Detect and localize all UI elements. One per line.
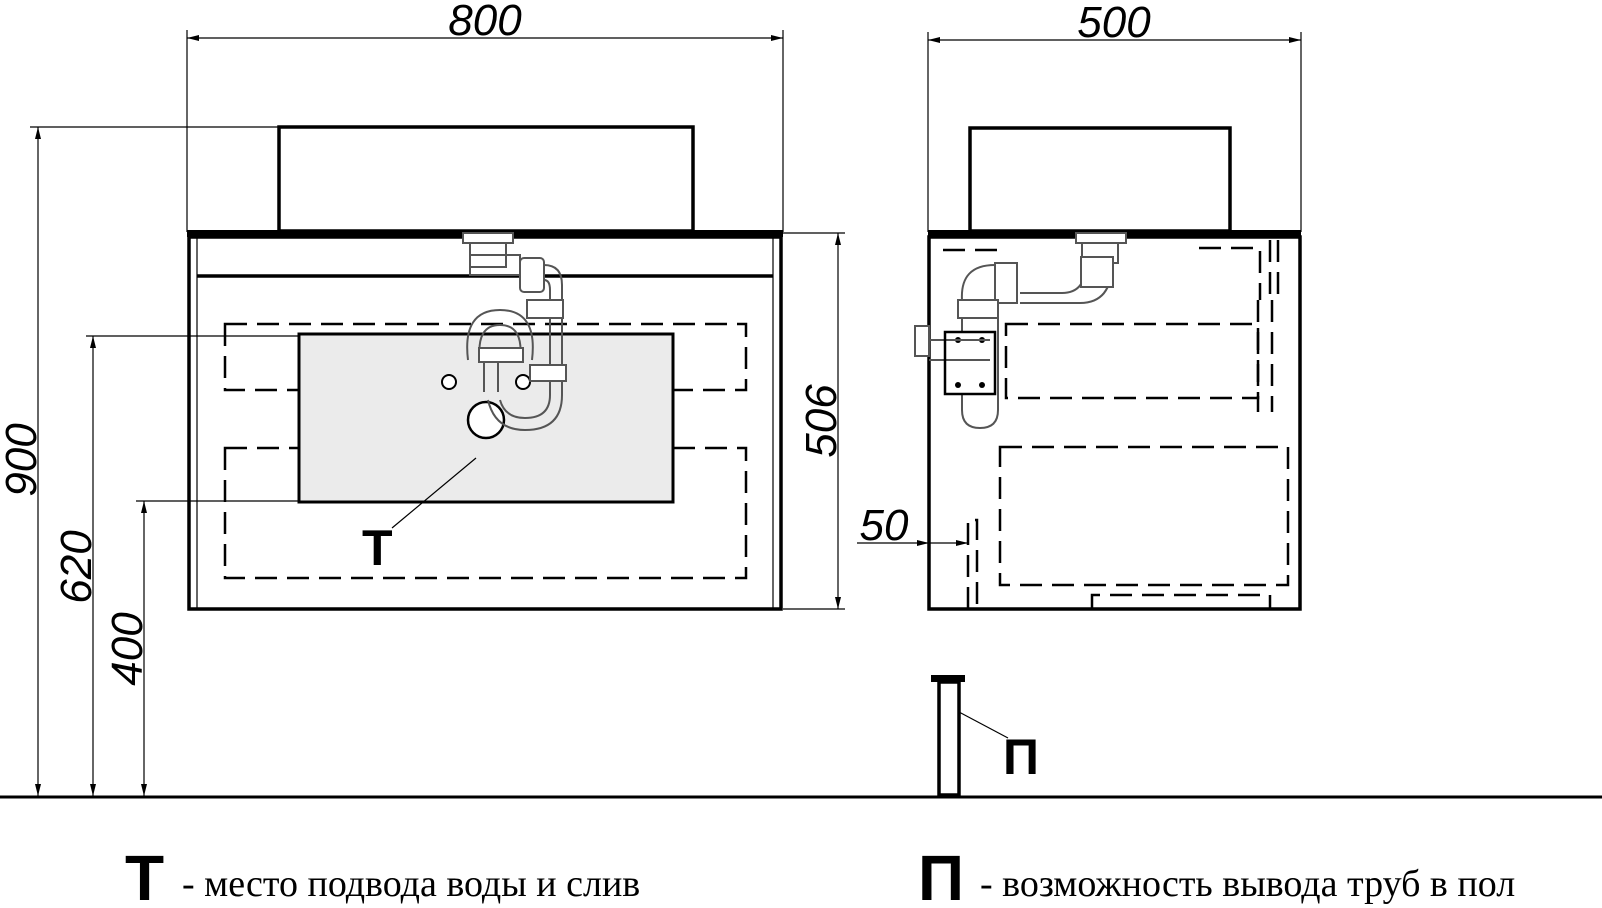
height-dimensions: 900 620 400 [0,126,299,796]
water-inlet-hole-2 [515,374,531,390]
legend-letter-t: Т [125,842,164,908]
cabinet-height-label: 506 [797,384,846,458]
side-drawer-upper-dashed [1004,322,1260,400]
floor-pipe: П [931,675,1039,797]
side-depth-label: 500 [1077,0,1151,47]
cabinet-height-dimension: 506 [783,232,846,610]
legend-text-t: - место подвода воды и слив [182,863,640,905]
total-height-label: 900 [0,423,46,497]
water-inlet-hole [441,374,457,390]
legend: Т - место подвода воды и слив П - возмож… [125,842,1515,908]
washbasin-front [277,125,695,233]
legend-letter-p: П [918,842,964,908]
cabinet-side [927,235,1302,611]
legend-text-p: - возможность вывода труб в пол [980,863,1515,905]
front-width-dimension: 800 [186,0,784,232]
pipe-offset-label: 50 [860,501,909,550]
t-marker: Т [362,520,393,576]
side-drawer-lower-dashed [998,445,1290,587]
legend-item-t: Т - место подвода воды и слив [125,842,640,908]
water-height-label: 620 [52,530,101,604]
siphon-side [914,232,1127,430]
washbasin-side [968,126,1232,233]
pipe-offset-dimension: 50 [857,501,968,550]
front-view: 800 [186,0,846,611]
legend-item-p: П - возможность вывода труб в пол [918,842,1515,908]
side-depth-dimension: 500 [927,0,1302,232]
p-marker: П [1003,729,1039,785]
front-width-label: 800 [448,0,522,45]
drain-hole [466,400,506,440]
side-view: 500 [857,0,1302,797]
siphon-front [462,232,567,432]
drain-height-label: 400 [103,612,152,686]
